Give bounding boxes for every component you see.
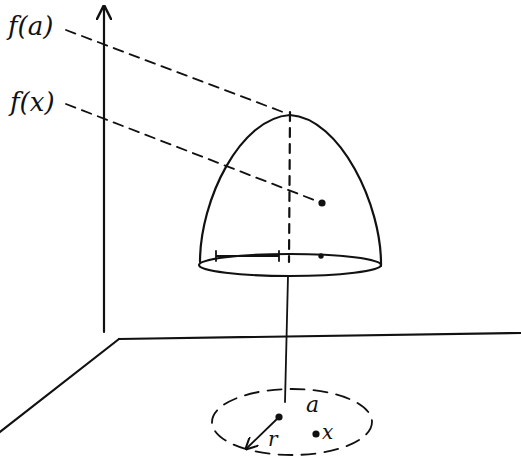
base-radius bbox=[216, 251, 279, 261]
point-label: x bbox=[322, 421, 333, 443]
drop-line bbox=[285, 276, 288, 402]
value-axis bbox=[103, 8, 105, 332]
point-label: r bbox=[268, 428, 278, 450]
point-label: a bbox=[306, 393, 319, 417]
leader-line bbox=[66, 30, 288, 114]
axis-label: f(x) bbox=[10, 88, 55, 117]
axis-label: f(a) bbox=[8, 12, 53, 41]
center-line bbox=[289, 112, 290, 262]
x-point bbox=[314, 432, 319, 437]
surface-point bbox=[320, 201, 325, 206]
plane-left-edge bbox=[0, 339, 119, 432]
base-dot bbox=[319, 254, 322, 257]
disc-outline bbox=[212, 389, 372, 455]
plane-back-edge bbox=[119, 333, 521, 339]
leader-line bbox=[66, 104, 322, 203]
